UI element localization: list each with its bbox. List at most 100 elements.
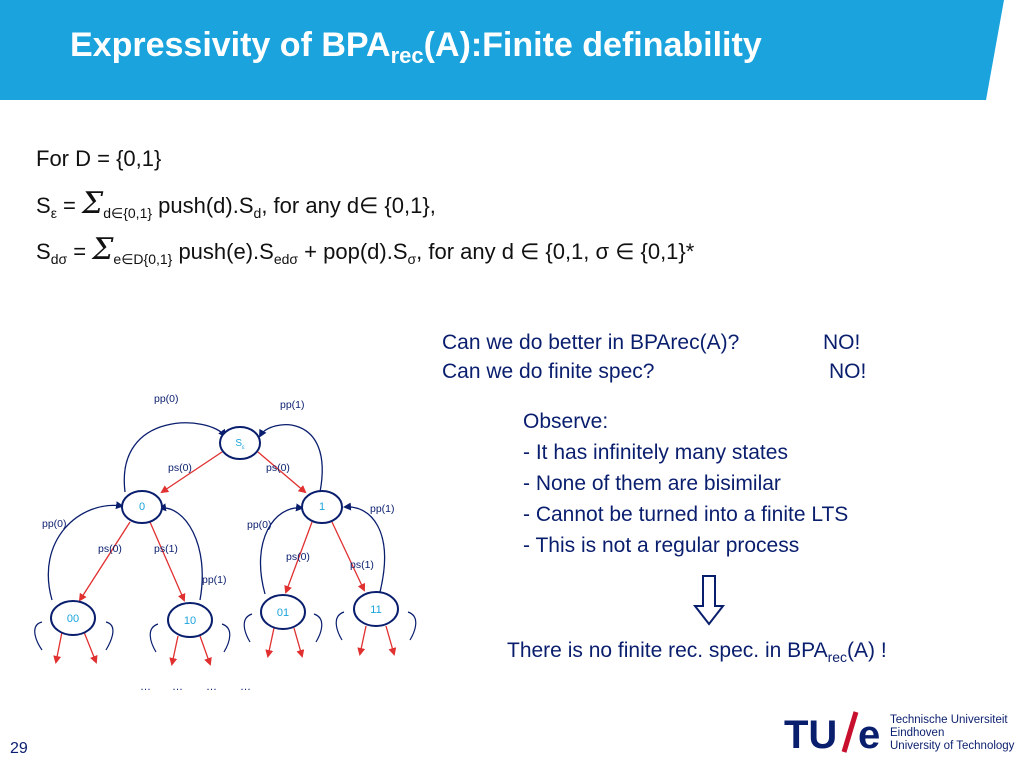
edge-out [265,627,275,658]
definition-line-2: Sε = Σd∈{0,1} push(d).Sd, for any d∈ {0,… [36,186,436,222]
answer-2: NO! [829,360,867,383]
edge-label: pp(1) [202,574,227,586]
svg-text:e: e [858,713,880,754]
node-0-label: 0 [139,501,145,513]
def2-eq: = [56,193,83,218]
def3-eq: = [67,239,93,264]
def3-mid: + pop(d).S [298,239,408,264]
title-banner: Expressivity of BPArec(A):Finite definab… [0,0,1024,100]
page-number: 29 [10,740,28,757]
edge-push-1-11 [331,521,366,592]
edge-label: ps(0) [286,551,310,563]
node-1 [301,490,343,524]
def2-sum-sub: d∈{0,1} [103,205,153,221]
edge-pop-11-1 [343,502,386,593]
edge-label: pp(0) [154,393,179,405]
node-10-label: 10 [184,615,196,627]
def3-mid-sub: σ [407,251,417,267]
observations-heading: Observe: [523,410,609,433]
def2-s: S [36,193,51,218]
edge-push-root-1 [257,451,307,494]
edge-out [53,631,63,664]
node-1-label: 1 [319,501,325,513]
observations-block: Observe: - It has infinitely many states… [523,406,848,561]
node-11 [353,591,399,627]
node-11-label: 11 [370,604,381,616]
edge-out [357,625,367,656]
node-0 [121,490,163,524]
university-line-1: Technische Universiteit [890,714,1008,726]
title-banner-shape [0,0,1004,100]
def3-sum-sub: e∈D{0,1} [113,251,173,267]
edge-label: ps(0) [168,462,192,474]
node-01-label: 01 [277,607,289,619]
node-10 [167,602,213,638]
sigma-symbol: Σ [92,232,114,267]
edge-stub [34,621,43,651]
edge-label: pp(0) [42,518,67,530]
slide-title-sub: rec [390,43,424,68]
edge-label: pp(0) [247,519,272,531]
university-line-3: University of Technology [890,740,1015,752]
implies-arrow-icon [692,575,726,626]
def2-tail: , for any d∈ {0,1}, [261,193,436,218]
slide-title-main: Expressivity of BPA [70,26,391,64]
def2-s-sub: ε [50,205,57,221]
edge-stub [105,621,114,651]
edge-label: ps(0) [98,543,122,555]
university-name: Technische Universiteit Eindhoven Univer… [890,714,1014,753]
def3-rest: push(e).S [172,239,274,264]
observation-item: - None of them are bisimilar [523,472,781,495]
edge-pop-0-root [123,422,227,493]
edge-out [169,635,179,666]
edge-stub [313,613,323,643]
definition-line-3: Sdσ = Σe∈D{0,1} push(e).Sedσ + pop(d).Sσ… [36,232,694,268]
conclusion-sub: rec [827,649,848,665]
edge-stub [149,623,159,653]
ellipsis: … [172,681,183,693]
question-1: Can we do better in BPArec(A)? NO! [442,328,860,357]
slide-title: Expressivity of BPArec(A):Finite definab… [70,26,762,69]
observation-item: - Cannot be turned into a finite LTS [523,503,849,526]
lts-diagram: Sε 0 1 00 10 01 11 pp(0) pp(1) ps(0) ps(… [34,393,417,693]
node-root-label: Sε [235,438,245,451]
ellipsis: … [140,681,151,693]
edge-label: ps(1) [350,559,374,571]
ellipsis: … [240,681,251,693]
ellipsis: … [206,681,217,693]
edge-pop-01-1 [260,503,304,595]
questions-block: Can we do better in BPArec(A)? NO! Can w… [442,328,866,386]
edge-label: pp(1) [370,503,395,515]
university-line-2: Eindhoven [890,727,945,739]
node-01 [260,594,306,630]
slide-title-rest: (A):Finite definability [423,26,762,64]
question-1-text: Can we do better in BPArec(A)? [442,331,740,354]
edge-stub [335,611,345,641]
edge-pop-00-0 [47,501,124,601]
edge-label: ps(0) [266,462,290,474]
observation-item: - This is not a regular process [523,534,800,557]
node-00-label: 00 [67,613,79,625]
tue-logo-icon: TU e [784,711,880,754]
edge-pop-10-0 [158,503,203,601]
svg-text:TU: TU [784,713,837,754]
edge-stub [221,623,231,653]
node-00 [50,600,96,636]
edge-push-0-00 [78,521,131,602]
edge-label: pp(1) [280,399,305,411]
node-root [219,426,261,460]
question-2: Can we do finite spec? NO! [442,357,866,386]
observation-item: - It has infinitely many states [523,441,788,464]
edge-push-root-0 [160,451,223,494]
def3-rest-sub: edσ [273,251,299,267]
edge-stub [407,611,417,641]
edge-push-1-01 [284,521,313,594]
edge-out [385,625,397,656]
conclusion-main: There is no finite rec. spec. in BPA [507,639,828,662]
conclusion-rest: (A) ! [847,639,887,662]
conclusion-text: There is no finite rec. spec. in BPArec(… [507,639,887,665]
definition-line-1: For D = {0,1} [36,146,162,171]
sigma-symbol: Σ [82,186,104,221]
def2-rest: push(d).S [152,193,254,218]
edge-push-0-10 [149,521,186,602]
